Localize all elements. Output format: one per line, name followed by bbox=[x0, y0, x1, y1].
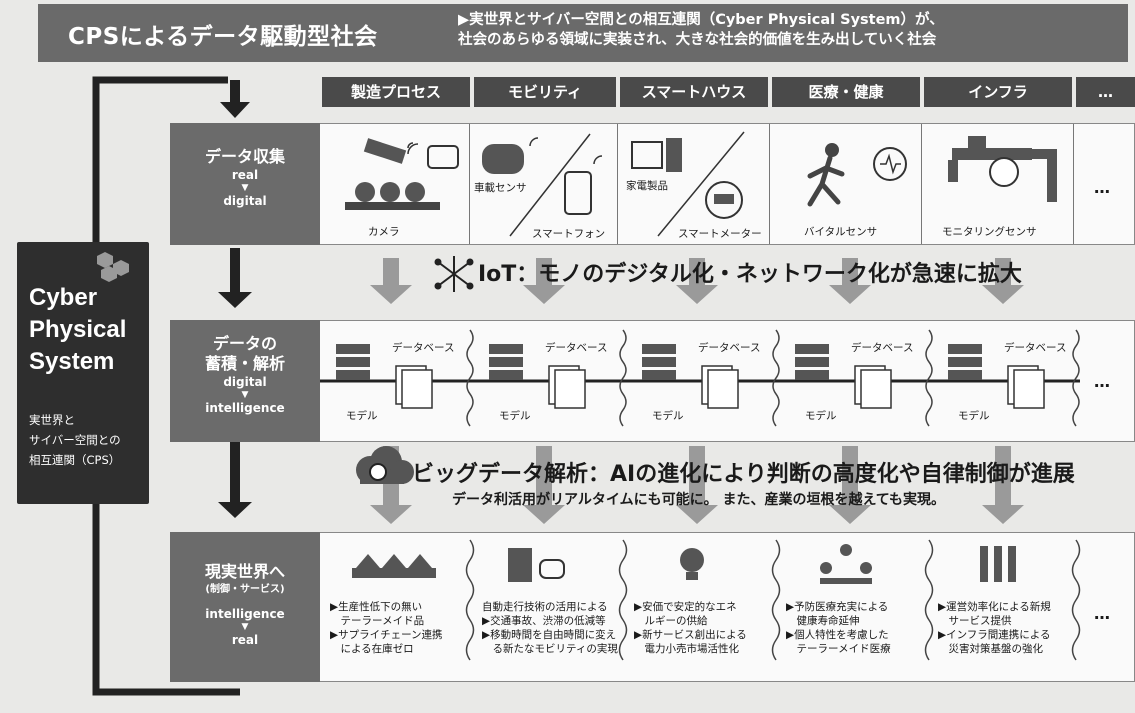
flow-arrows bbox=[218, 80, 252, 518]
more-analysis: … bbox=[1094, 372, 1110, 391]
cell-camera: カメラ bbox=[320, 124, 470, 244]
category-tab-more: … bbox=[1076, 77, 1135, 107]
cell-vehicle-sensor: 車載センサ スマートフォン bbox=[470, 124, 618, 244]
category-tab-mobility: モビリティ bbox=[474, 77, 616, 107]
db-label: データベース bbox=[392, 342, 455, 354]
runner-icon bbox=[807, 143, 907, 207]
camera-icon bbox=[345, 138, 459, 210]
cell-home-appliance: 家電製品 スマートメーター bbox=[618, 124, 770, 244]
real-world-item-infra: ▶運営効率化による新規 サービス提供 ▶インフラ間連携による 災害対策基盤の強化 bbox=[938, 601, 1051, 655]
flow-arrow-2 bbox=[218, 248, 252, 308]
db-label: データベース bbox=[1004, 342, 1067, 354]
model-label: モデル bbox=[499, 410, 531, 422]
cell-monitoring-sensor: モニタリングセンサ bbox=[922, 124, 1074, 244]
category-tab-medical: 医療・健康 bbox=[772, 77, 920, 107]
model-label: モデル bbox=[346, 410, 378, 422]
gray-arrow bbox=[982, 258, 1024, 304]
gray-arrow bbox=[676, 258, 718, 304]
real-world-item-mobility: 自動走行技術の活用による ▶交通事故、渋滞の低減等 ▶移動時間を自由時間に変え … bbox=[482, 601, 618, 655]
car-phone-icon bbox=[482, 133, 603, 237]
row-label-real-world: 現実世界へ (制御・サービス) intelligence ▼ real bbox=[170, 532, 320, 682]
flow-arrow-1 bbox=[220, 80, 250, 118]
appliance-meter-icon bbox=[631, 131, 745, 237]
gray-arrow bbox=[370, 258, 412, 304]
real-world-item-medical: ▶予防医療充実による 健康寿命延伸 ▶個人特性を考慮した テーラーメイド医療 bbox=[786, 601, 891, 655]
real-world-item-smart-house: ▶安価で安定的なエネ ルギーの供給 ▶新サービス創出による 電力小売市場活性化 bbox=[634, 601, 747, 655]
row-label-analysis: データの 蓄積・解析 digital ▼ intelligence bbox=[170, 320, 320, 442]
row-real-world bbox=[170, 532, 1135, 682]
category-tab-smart-house: スマートハウス bbox=[620, 77, 768, 107]
model-label: モデル bbox=[805, 410, 837, 422]
gray-arrow bbox=[982, 446, 1024, 524]
real-world-item-manufacturing: ▶生産性低下の無い テーラーメイド品 ▶サプライチェーン連携 による在庫ゼロ bbox=[330, 601, 443, 655]
db-label: データベース bbox=[545, 342, 608, 354]
more-real-world: … bbox=[1094, 604, 1110, 623]
gray-arrow bbox=[523, 258, 565, 304]
bigdata-caption: ビッグデータ解析：AIの進化により判断の高度化や自律制御が進展 bbox=[412, 462, 1075, 487]
cps-box: Cyber Physical System 実世界と サイバー空間との 相互連関… bbox=[17, 242, 149, 504]
bigdata-subcaption: データ利活用がリアルタイムにも可能に。 また、産業の垣根を越えても実現。 bbox=[452, 492, 946, 508]
model-label: モデル bbox=[652, 410, 684, 422]
more-collect: … bbox=[1094, 178, 1110, 197]
gray-arrow bbox=[523, 446, 565, 524]
title-description: ▶実世界とサイバー空間との相互連関（Cyber Physical System）… bbox=[458, 12, 944, 48]
db-label: データベース bbox=[698, 342, 761, 354]
category-tab-manufacturing: 製造プロセス bbox=[322, 77, 470, 107]
cps-title: Cyber Physical System bbox=[29, 284, 127, 375]
category-tab-infra: インフラ bbox=[924, 77, 1072, 107]
iot-caption: IoT：モノのデジタル化・ネットワーク化が急速に拡大 bbox=[478, 262, 1022, 287]
row-label-collection: データ収集 real ▼ digital bbox=[170, 123, 320, 245]
page-title: CPSによるデータ駆動型社会 bbox=[68, 24, 378, 50]
gray-arrow bbox=[676, 446, 718, 524]
flow-arrow-3 bbox=[218, 440, 252, 518]
title-banner: CPSによるデータ駆動型社会 ▶実世界とサイバー空間との相互連関（Cyber P… bbox=[38, 4, 1128, 62]
network-icon bbox=[97, 252, 129, 282]
cell-vital-sensor: バイタルセンサ bbox=[770, 124, 922, 244]
db-label: データベース bbox=[851, 342, 914, 354]
gray-arrow bbox=[370, 446, 412, 524]
gray-arrow bbox=[829, 258, 871, 304]
gray-arrow bbox=[829, 446, 871, 524]
model-label: モデル bbox=[958, 410, 990, 422]
faucet-icon bbox=[948, 136, 1057, 202]
gray-arrows bbox=[370, 258, 1024, 524]
cps-note: 実世界と サイバー空間との 相互連関（CPS） bbox=[29, 413, 121, 467]
